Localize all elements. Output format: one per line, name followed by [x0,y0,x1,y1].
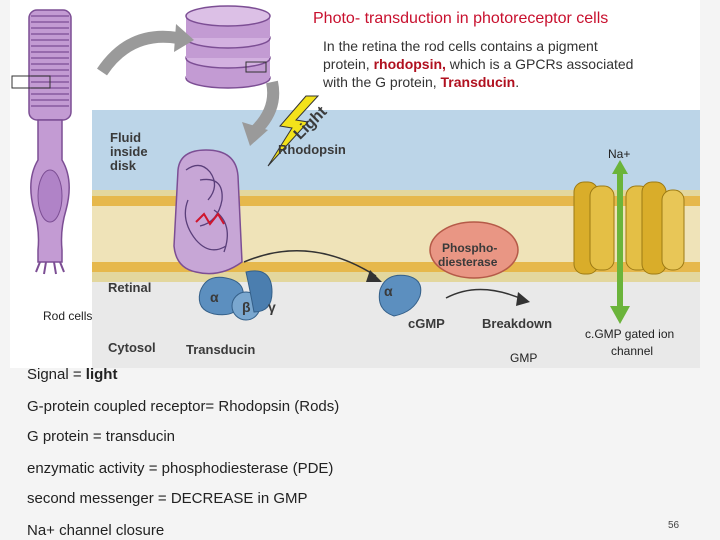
na-flow-arrow [617,170,623,310]
note-gpcr: G-protein coupled receptor= Rhodopsin (R… [27,398,339,415]
intro-text: with the G protein, [323,74,441,90]
note-value: closure [111,522,165,539]
note-label: second messenger = [27,490,171,507]
alpha-label: α [210,289,219,305]
cgmp-gated-channel [573,181,685,275]
transducin-label: Transducin [186,342,255,357]
na-flow-arrow-head [610,306,630,324]
zoom-arrow-1-head [174,24,194,52]
alpha-active-label: α [384,283,393,299]
intro-line-2: protein, rhodopsin, which is a GPCRs ass… [323,55,703,73]
transducin-complex [198,270,273,321]
note-value: transducin [105,428,176,445]
note-value: Rhodopsin [218,398,291,415]
fluid-label-1: Fluid [110,130,141,145]
na-flow-arrow-top [612,160,628,174]
note-label: Na+ channel [27,522,112,539]
gmp-label: GMP [510,351,537,365]
channel-label-1: c.GMP gated ion [585,327,674,341]
intro-line-3: with the G protein, Transducin. [323,73,703,91]
page-number: 56 [668,520,680,531]
disk-stack [185,5,271,89]
note-label: G protein = [27,428,106,445]
zoom-arrow-1 [97,30,179,76]
pde-label-1: Phospho- [442,241,497,255]
fluid-label-3: disk [110,158,137,173]
transducin-alpha-active [378,274,422,317]
phototransduction-diagram: Light Fluid inside disk [10,0,700,368]
rod-cell-illustration [11,9,72,275]
note-channel: Na+ channel closure [27,522,164,539]
breakdown-label: Breakdown [482,316,552,331]
rhodopsin-molecule [173,149,243,275]
activation-arrow-head [366,270,382,282]
light-bolt-icon [267,95,320,167]
rhodopsin-label: Rhodopsin [278,142,346,157]
note-second-messenger: second messenger = DECREASE in GMP [27,490,308,507]
breakdown-arrow-head [516,292,530,306]
note-g-protein: G protein = transducin [27,428,175,445]
gamma-label: γ [268,299,276,315]
intro-line-1: In the retina the rod cells contains a p… [323,38,598,54]
note-suffix: (Rods) [290,398,340,415]
beta-label: β [242,299,251,315]
phosphodiesterase-enzyme [429,221,519,279]
note-label: enzymatic activity = [27,460,162,477]
activation-arrow [243,250,377,277]
page-title: Photo- transduction in photoreceptor cel… [313,10,609,27]
note-label: Signal = [27,366,86,383]
pde-label-2: diesterase [438,255,498,269]
rhodopsin-highlight: rhodopsin, [373,56,446,72]
fluid-label-2: inside [110,144,148,159]
intro-paragraph: In the retina the rod cells contains a p… [323,37,703,91]
na-label: Na+ [608,147,630,161]
breakdown-arrow [445,288,525,301]
cytosol-label: Cytosol [108,340,156,355]
note-label: G-protein coupled receptor= [27,398,219,415]
intro-text: which is a GPCRs associated [445,56,634,72]
retinal-label: Retinal [108,280,151,295]
rod-cells-label: Rod cells [43,309,92,323]
note-enzyme: enzymatic activity = phosphodiesterase (… [27,460,333,477]
note-value: light [85,366,118,383]
note-signal: Signal = light [27,366,117,383]
transducin-highlight: Transducin [440,74,516,90]
note-value: DECREASE in GMP [170,490,308,507]
note-value: phosphodiesterase (PDE) [161,460,334,477]
intro-text: protein, [323,56,374,72]
channel-label-2: channel [611,344,653,358]
intro-text: . [515,74,520,90]
cgmp-label: cGMP [408,316,445,331]
zoom-arrow-2-head [242,122,268,146]
